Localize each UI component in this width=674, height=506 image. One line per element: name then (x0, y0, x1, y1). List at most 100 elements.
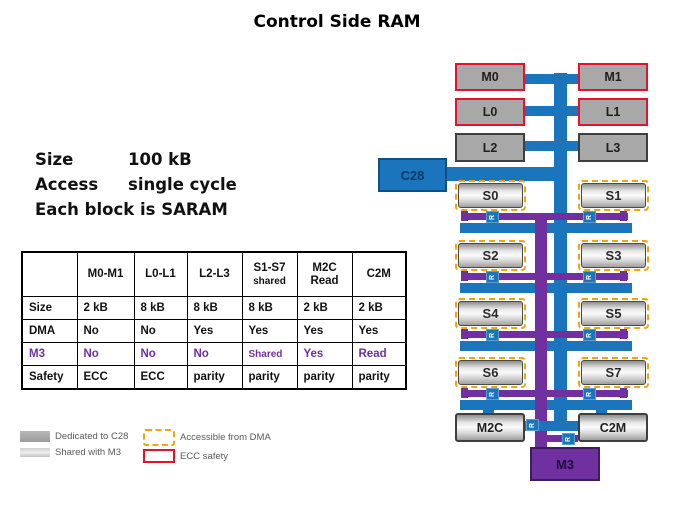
table-cell: parity (296, 365, 353, 390)
block-s3-dma-dashed-outline: S3 (578, 240, 649, 271)
s-right-link-0 (535, 213, 628, 220)
m2c-to-c2m-connector (525, 421, 578, 431)
s-right-1-arbiter-r-marker: R (583, 271, 596, 283)
block-m3-cpu: M3 (530, 447, 600, 481)
table-cell: Yes (351, 319, 407, 343)
table-cell: ECC (133, 365, 188, 390)
table-cell: No (76, 319, 135, 343)
table-cell: parity (241, 365, 298, 390)
info-access-label: Access (35, 175, 99, 194)
table-row-label: M3 (21, 342, 78, 366)
s-right-link-1 (535, 273, 628, 280)
s-right-2-arbiter-r-marker: R (583, 329, 596, 341)
s-left-link-2 (461, 331, 547, 338)
table-cell: 8 kB (186, 296, 243, 320)
table-cell: Yes (296, 342, 353, 366)
block-s7-dma-dashed-outline: S7 (578, 357, 649, 388)
table-cell: No (133, 319, 188, 343)
block-s4-dma-dashed-outline: S4 (455, 298, 526, 329)
central-blue-bus (554, 73, 567, 431)
table-col-header: M0-M1 (76, 251, 135, 297)
arbiter-r-icon: R (586, 332, 593, 338)
dedicated-c28-swatch-icon (20, 431, 50, 442)
arbiter-r-icon: R (489, 274, 496, 280)
block-s0-dma-dashed-outline: S0 (455, 180, 526, 211)
table-col-header-subline: shared (253, 275, 286, 287)
info-saram-label: Each block is SARAM (35, 200, 228, 219)
info-line-saram: Each block is SARAM (35, 200, 237, 225)
page-title: Control Side RAM (253, 12, 421, 32)
table-cell: ECC (76, 365, 135, 390)
s-right-elbow-3 (620, 388, 627, 398)
legend-ecc-safety: ECC safety (143, 449, 228, 463)
row-stub-blue-1 (525, 106, 578, 116)
info-size-value: 100 kB (128, 150, 192, 169)
block-l0: L0 (455, 98, 525, 126)
table-cell: No (186, 342, 243, 366)
legend-accessible-dma-label: Accessible from DMA (180, 432, 271, 443)
row-stub-blue-2 (525, 141, 578, 151)
arbiter-r-icon: R (489, 332, 496, 338)
info-size-label: Size (35, 150, 74, 169)
s-left-link-1 (461, 273, 547, 280)
block-c2m-msgram: C2M (578, 413, 648, 442)
block-l2: L2 (455, 133, 525, 162)
info-line-size: Size 100 kB (35, 150, 237, 175)
arbiter-r-icon: R (586, 274, 593, 280)
arbiter-r-icon: R (586, 391, 593, 397)
s-left-0-arbiter-r-marker: R (486, 211, 499, 223)
block-s0: S0 (458, 183, 523, 208)
table-row-label: DMA (21, 319, 78, 343)
table-cell: Yes (296, 319, 353, 343)
s-right-elbow-1 (620, 271, 627, 281)
table-row-label: Safety (21, 365, 78, 390)
block-s5: S5 (581, 301, 646, 326)
table-row-label: Size (21, 296, 78, 320)
arbiter-r-icon: R (565, 436, 572, 442)
m2c-arbiter-r-marker: R (526, 419, 539, 431)
table-col-header: L0-L1 (133, 251, 188, 297)
s-left-1-arbiter-r-marker: R (486, 271, 499, 283)
block-m1: M1 (578, 63, 648, 91)
legend-shared-m3-label: Shared with M3 (55, 447, 122, 458)
table-cell: 8 kB (133, 296, 188, 320)
table-cell: 8 kB (241, 296, 298, 320)
table-cell: Yes (186, 319, 243, 343)
block-s4: S4 (458, 301, 523, 326)
table-cell: parity (186, 365, 243, 390)
table-corner-cell (21, 251, 78, 297)
legend-accessible-dma: Accessible from DMA (143, 429, 271, 446)
block-m2c-msgram: M2C (455, 413, 525, 442)
arbiter-r-icon: R (529, 422, 536, 428)
table-cell: 2 kB (351, 296, 407, 320)
block-l3: L3 (578, 133, 648, 162)
block-s6-dma-dashed-outline: S6 (455, 357, 526, 388)
legend-dedicated-c28-label: Dedicated to C28 (55, 431, 129, 442)
block-s2: S2 (458, 243, 523, 268)
arbiter-r-icon: R (586, 214, 593, 220)
table-cell: Shared (241, 342, 298, 366)
legend-shared-m3: Shared with M3 (20, 447, 121, 458)
block-m0: M0 (455, 63, 525, 91)
table-cell: parity (351, 365, 407, 390)
ecc-safety-swatch-icon (143, 449, 175, 463)
table-cell: No (76, 342, 135, 366)
block-c28-cpu: C28 (378, 158, 447, 192)
table-cell: No (133, 342, 188, 366)
row-stub-blue-0 (525, 74, 578, 84)
s-right-elbow-0 (620, 211, 627, 221)
block-s3: S3 (581, 243, 646, 268)
s-left-3-arbiter-r-marker: R (486, 388, 499, 400)
table-col-header: L2-L3 (186, 251, 243, 297)
s-right-elbow-2 (620, 329, 627, 339)
block-s1: S1 (581, 183, 646, 208)
table-col-header-subline: Read (310, 274, 339, 287)
s-left-link-3 (461, 390, 547, 397)
